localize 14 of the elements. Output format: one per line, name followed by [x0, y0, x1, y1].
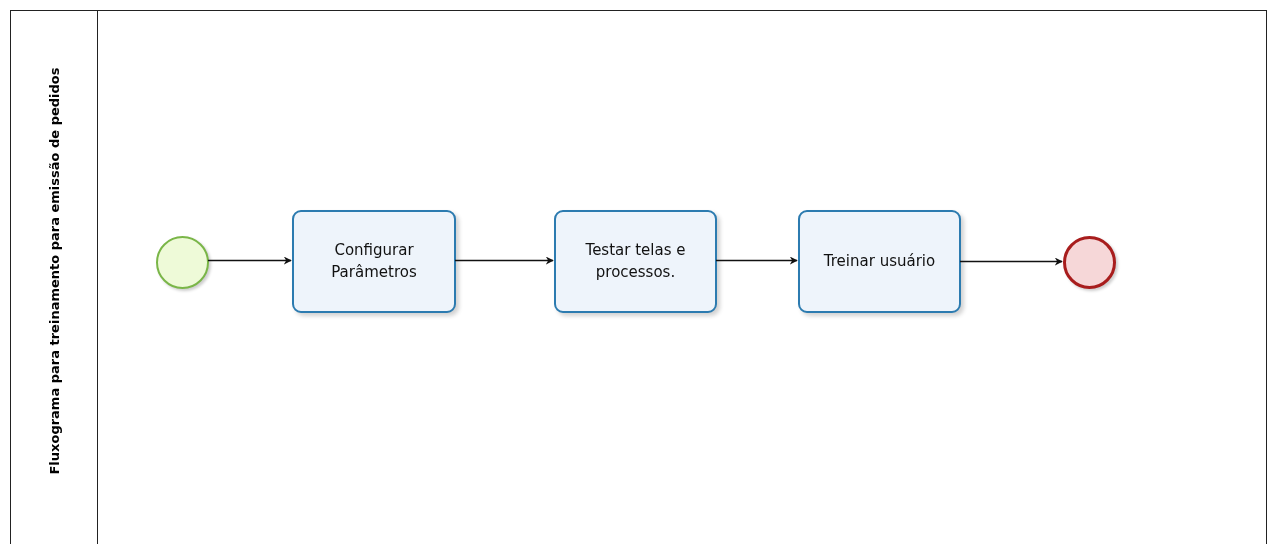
task-label: Testar telas e processos. — [584, 239, 687, 283]
sequence-arrow — [207, 256, 292, 265]
task-label: Configurar Parâmetros — [330, 239, 418, 283]
task-label: Treinar usuário — [822, 250, 937, 272]
sequence-arrow — [959, 257, 1063, 266]
task-box — [554, 210, 717, 313]
sequence-arrow — [454, 256, 554, 265]
end-event-circle — [1063, 236, 1116, 289]
start-event-circle — [156, 236, 209, 289]
task-box — [292, 210, 456, 313]
task-box — [798, 210, 961, 313]
sequence-arrow — [715, 256, 798, 265]
pool — [10, 10, 1267, 544]
pool-title: Fluxograma para treinamento para emissão de pedidos — [46, 67, 62, 475]
